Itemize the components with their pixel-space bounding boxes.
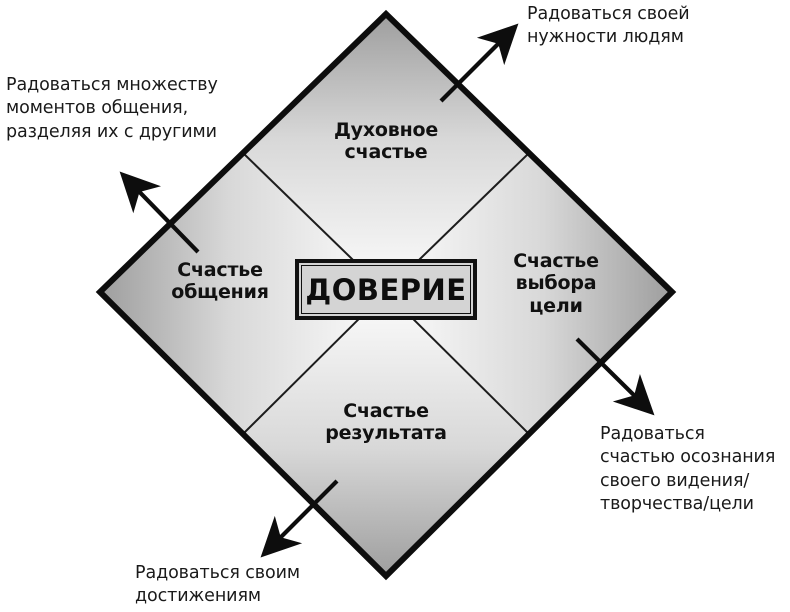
- center-box-label: ДОВЕРИЕ: [305, 272, 467, 307]
- quadrant-label-right: Счастье выбора цели: [513, 250, 599, 317]
- quadrant-label-left: Счастье общения: [171, 259, 269, 304]
- arrow-top-left: [119, 171, 200, 254]
- arrow-bottom-right: [575, 337, 655, 416]
- diamond-outline: [95, 9, 677, 581]
- arrow-top-right: [439, 23, 519, 103]
- center-trust-box: ДОВЕРИЕ: [295, 259, 477, 320]
- quadrant-label-bottom: Счастье результата: [325, 400, 447, 445]
- callout-label-top-left: Радоваться множеству моментов общения, р…: [6, 75, 218, 142]
- callout-label-bottom-right: Радоваться счастью осознания своего виде…: [600, 424, 776, 514]
- quadrant-label-top: Духовное счастье: [333, 119, 439, 164]
- callout-label-bottom-left: Радоваться своим достижениям: [135, 563, 300, 607]
- callout-label-top-right: Радоваться своей нужности людям: [527, 4, 690, 48]
- callout-arrows: [119, 23, 655, 558]
- arrow-bottom-left: [260, 479, 339, 558]
